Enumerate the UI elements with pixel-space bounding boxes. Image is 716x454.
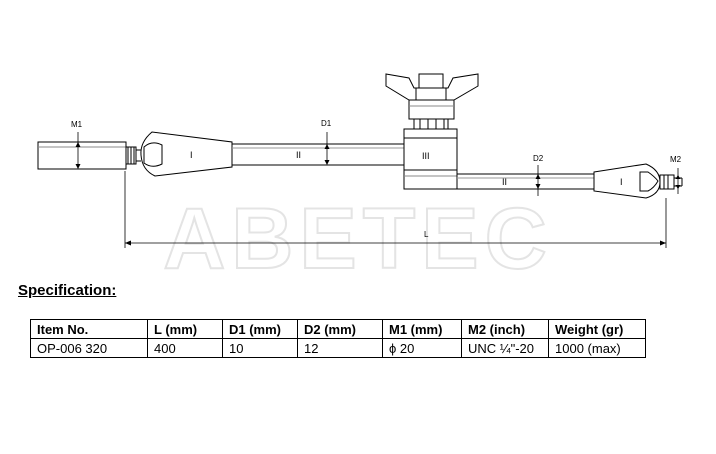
column-header: L (mm) (147, 319, 223, 339)
table-row: OP-006 320 400 10 12 ϕ 20 UNC ¼"-20 1000… (30, 338, 646, 358)
cell-weight: 1000 (max) (548, 338, 646, 358)
label-d1: D1 (321, 119, 332, 128)
column-header: D2 (mm) (297, 319, 383, 339)
column-header: D1 (mm) (222, 319, 298, 339)
cell-m2: UNC ¼"-20 (461, 338, 549, 358)
label-part-i-right: I (620, 177, 623, 187)
cell-d2: 12 (297, 338, 383, 358)
column-header: Item No. (30, 319, 148, 339)
label-part-ii-right: II (502, 177, 507, 187)
m2-stub (659, 174, 675, 190)
label-part-ii-left: II (296, 150, 301, 160)
specification-title: Specification: (18, 282, 117, 299)
watermark: ABETEC (163, 191, 553, 270)
label-d2: D2 (533, 154, 544, 163)
specification-table: Item No. L (mm) D1 (mm) D2 (mm) M1 (mm) … (30, 319, 646, 358)
label-part-i-left: I (190, 150, 193, 160)
left-clevis (140, 131, 233, 177)
label-m2: M2 (670, 155, 682, 164)
table-header-row: Item No. L (mm) D1 (mm) D2 (mm) M1 (mm) … (30, 319, 646, 339)
cell-l: 400 (147, 338, 223, 358)
cell-d1: 10 (222, 338, 298, 358)
column-header: Weight (gr) (548, 319, 646, 339)
label-m1: M1 (71, 120, 83, 129)
cell-m1: ϕ 20 (382, 338, 462, 358)
column-header: M1 (mm) (382, 319, 462, 339)
wing-knob (385, 73, 479, 101)
left-rod (231, 143, 405, 166)
technical-drawing: ABETEC (37, 73, 683, 270)
label-part-iii: III (422, 151, 430, 161)
right-clevis (593, 163, 661, 199)
m1-cylinder (37, 141, 127, 170)
column-header: M2 (inch) (461, 319, 549, 339)
label-l: L (424, 230, 429, 239)
right-rod (456, 173, 595, 190)
cell-item-no: OP-006 320 (30, 338, 148, 358)
